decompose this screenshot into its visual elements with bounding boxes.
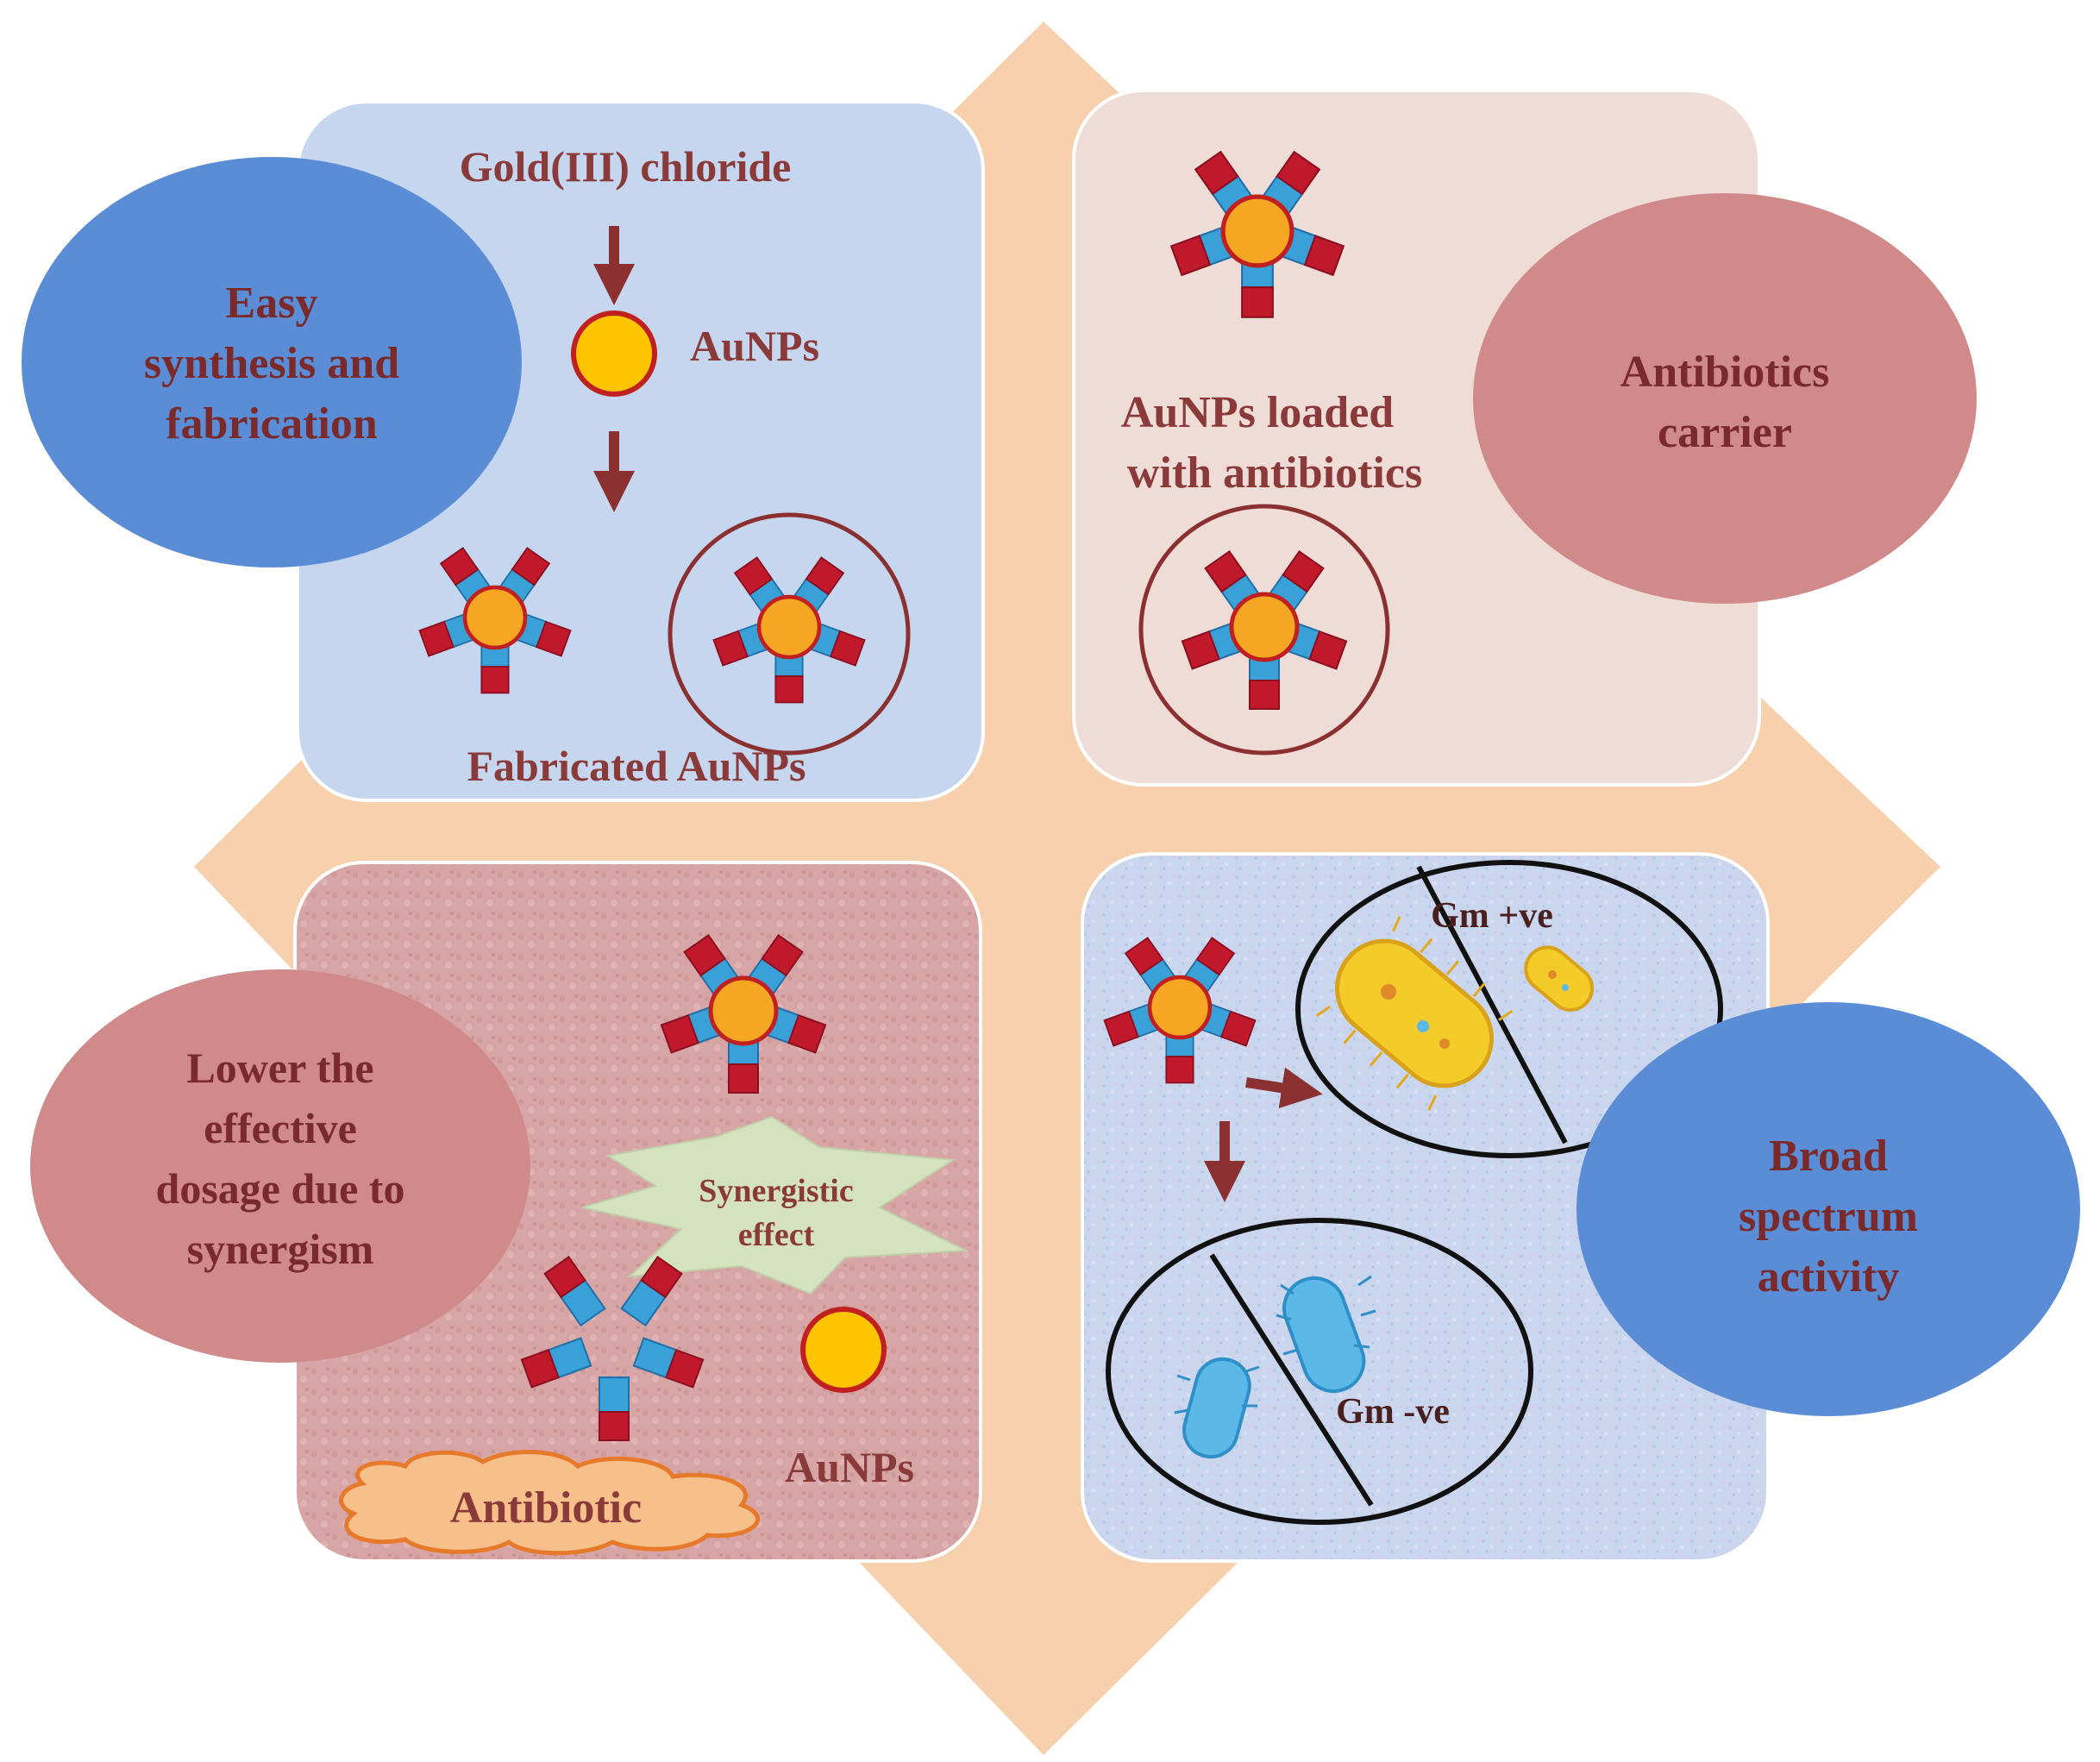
oval-lower-dosage: Lower the effective dosage due to synerg… <box>30 969 530 1363</box>
arrow-right-icon <box>1245 1067 1323 1109</box>
oval-line: fabrication <box>166 399 378 448</box>
gram-negative-bacteria-icon <box>1174 1275 1376 1459</box>
oval-broad-spectrum: Broad spectrum activity <box>1577 1002 2080 1416</box>
oval-line: Antibiotics <box>1620 348 1830 397</box>
gram-negative-label: Gm -ve <box>1336 1392 1450 1432</box>
oval-line: synergism <box>187 1225 374 1273</box>
fabricated-aunps-label: Fabricated AuNPs <box>467 742 806 790</box>
gram-positive-bacteria-icon <box>1315 916 1595 1111</box>
aunps-label: AuNPs <box>785 1443 914 1491</box>
oval-line: carrier <box>1658 408 1792 457</box>
precursor-label: Gold(III) chloride <box>460 142 792 191</box>
encapsulation-ring <box>1138 504 1390 756</box>
gram-positive-label: Gm +ve <box>1431 896 1553 936</box>
antibiotic-cloud-icon <box>339 1450 760 1556</box>
synergism-panel: Synergistic effect AuNPs Antibiotic <box>293 861 982 1563</box>
gram-positive-group: Gm +ve <box>1295 860 1723 1158</box>
gold-nanoparticle-icon <box>800 1307 887 1393</box>
aunps-label: AuNPs <box>690 322 819 370</box>
carrier-caption-line2: with antibiotics <box>1127 448 1422 498</box>
gram-negative-group: Gm -ve <box>1106 1218 1533 1525</box>
oval-line: synthesis and <box>144 339 399 388</box>
oval-line: effective <box>204 1104 357 1152</box>
oval-line: Broad <box>1769 1132 1888 1181</box>
antibiotic-label: Antibiotic <box>450 1483 642 1533</box>
oval-line: activity <box>1758 1252 1900 1301</box>
oval-line: Easy <box>226 279 318 328</box>
oval-easy-synthesis: Easy synthesis and fabrication <box>22 157 522 567</box>
oval-line: spectrum <box>1739 1192 1918 1241</box>
gold-nanoparticle-icon <box>571 310 657 397</box>
oval-antibiotics-carrier: Antibiotics carrier <box>1473 193 1977 604</box>
encapsulation-ring <box>668 512 911 756</box>
oval-line: Lower the <box>186 1044 373 1092</box>
burst-line2: effect <box>738 1217 815 1253</box>
oval-line: dosage due to <box>156 1164 405 1213</box>
burst-line1: Synergistic <box>699 1173 853 1209</box>
synergistic-burst <box>581 1115 969 1295</box>
carrier-caption-line1: AuNPs loaded <box>1121 388 1394 437</box>
spectrum-panel: Gm +ve Gm -ve <box>1081 852 1770 1563</box>
